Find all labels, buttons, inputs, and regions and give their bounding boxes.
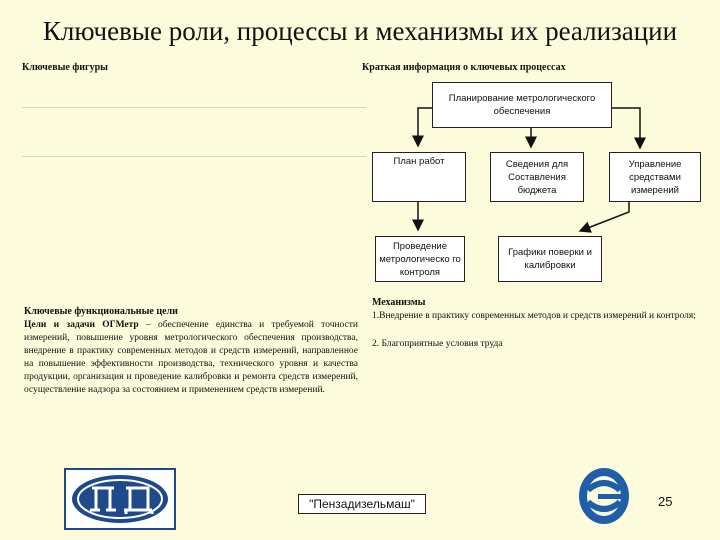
goals-paragraph: Цели и задачи ОГМетр – обеспечение единс…	[24, 319, 358, 397]
mechanism-item-1: 1.Внедрение в практику современных метод…	[372, 311, 696, 321]
arrow-to-schedules	[578, 202, 630, 233]
left-header: Ключевые фигуры	[22, 62, 108, 73]
goals-lead: Цели и задачи ОГМетр	[24, 320, 139, 330]
page-title: Ключевые роли, процессы и механизмы их р…	[42, 16, 678, 46]
goals-heading: Ключевые функциональные цели	[24, 306, 178, 317]
divider-line-2	[22, 156, 366, 157]
arrow-to-plan	[412, 107, 432, 148]
box-planning: Планирование метрологического обеспечени…	[432, 82, 612, 128]
arrow-to-management	[612, 107, 646, 150]
box-management: Управление средствами измерений	[609, 152, 701, 202]
right-header: Краткая информация о ключевых процессах	[362, 62, 566, 73]
divider-line-1	[22, 107, 366, 108]
company-logo-right	[576, 466, 632, 526]
company-name: "Пензадизельмаш"	[298, 494, 426, 514]
mechanism-item-2: 2. Благоприятные условия труда	[372, 339, 503, 349]
page-number: 25	[658, 494, 673, 509]
company-logo-left	[64, 468, 176, 530]
box-budget: Сведения для Составления бюджета	[490, 152, 584, 202]
box-control: Проведение метрологическо го контроля	[375, 236, 465, 282]
box-plan: План работ	[372, 152, 466, 202]
mechanisms-heading: Механизмы	[372, 297, 426, 308]
goals-text: – обеспечение единства и требуемой точно…	[24, 320, 358, 395]
box-schedules: Графики поверки и калибровки	[498, 236, 602, 282]
